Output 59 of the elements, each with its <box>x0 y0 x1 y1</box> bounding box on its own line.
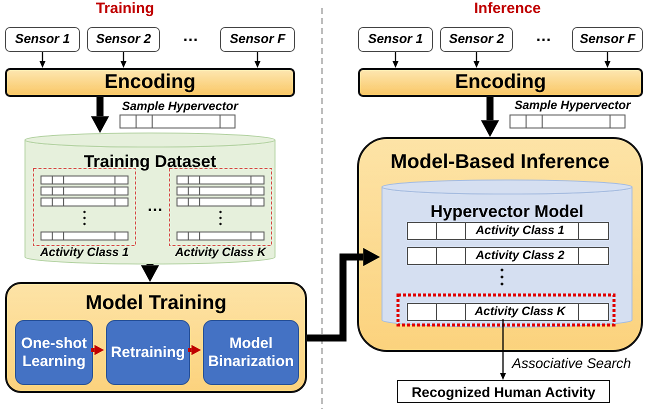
cylinder-title: Hypervector Model <box>429 202 585 222</box>
encoding-bar <box>358 68 643 97</box>
sensor-label: Sensor 2 <box>448 32 505 47</box>
sensor-box <box>87 27 160 52</box>
arrow <box>392 52 398 68</box>
group-label: Activity Class 1 <box>39 246 130 260</box>
process-box <box>203 320 299 385</box>
step-label: Model Binarization <box>207 335 295 370</box>
sensor-box <box>358 27 433 52</box>
hypervector-row <box>407 303 609 321</box>
ellipsis: … <box>182 28 200 46</box>
panel-title: Model Training <box>84 292 228 315</box>
sensor-box <box>440 27 513 52</box>
sensor-label: Sensor F <box>228 32 286 47</box>
vector-caption: Sample Hypervector <box>120 99 240 113</box>
vector-caption: Sample Hypervector <box>513 98 632 112</box>
panel-title: Model-Based Inference <box>390 151 610 174</box>
step-label: One-shot Learning <box>20 335 88 370</box>
sensor-label: Sensor 2 <box>95 32 152 47</box>
sensor-box <box>220 27 295 52</box>
process-panel <box>357 137 643 352</box>
arrow <box>40 52 46 68</box>
row-label: Activity Class 1 <box>474 224 566 238</box>
arrow <box>254 52 260 68</box>
group-label: Activity Class K <box>174 246 268 260</box>
arrow <box>91 344 104 356</box>
arrow <box>307 248 380 342</box>
sensor-box <box>5 27 80 52</box>
hypervector-row <box>407 247 609 265</box>
process-box <box>106 320 190 385</box>
ellipsis: … <box>534 28 552 46</box>
result-box <box>397 380 610 403</box>
section-title: Training <box>94 0 156 17</box>
cylinder-title: Training Dataset <box>82 152 218 172</box>
sensor-box <box>572 27 643 52</box>
result-label: Recognized Human Activity <box>410 384 596 400</box>
hypervector-row <box>407 222 609 240</box>
arrow <box>474 52 480 68</box>
edge-label: Associative Search <box>512 355 632 371</box>
sensor-label: Sensor 1 <box>14 32 71 47</box>
step-label: Retraining <box>110 344 186 362</box>
arrow <box>188 344 201 356</box>
arrow <box>90 97 110 133</box>
process-panel <box>5 282 307 393</box>
block-title: Encoding <box>454 71 548 94</box>
ellipsis: … <box>146 198 164 216</box>
arrow <box>480 97 500 137</box>
sensor-label: Sensor 1 <box>367 32 424 47</box>
row-label: Activity Class 2 <box>474 249 566 263</box>
row-label: Activity Class K <box>474 305 567 319</box>
sensor-label: Sensor F <box>578 32 636 47</box>
block-title: Encoding <box>103 71 197 94</box>
section-title: Inference <box>473 0 542 17</box>
arrow <box>120 52 126 68</box>
arrow <box>140 264 160 282</box>
encoding-bar <box>5 68 295 97</box>
arrow <box>500 319 506 380</box>
arrow <box>604 52 610 68</box>
process-box <box>15 320 93 385</box>
